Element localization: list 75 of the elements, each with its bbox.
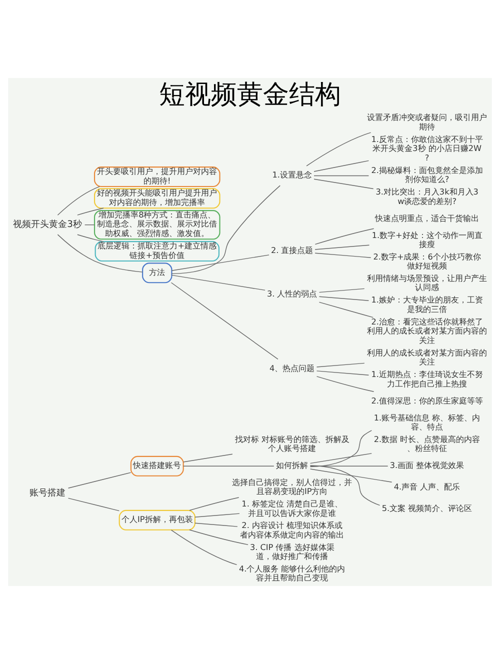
connector — [84, 224, 95, 225]
connector — [194, 522, 238, 526]
connector — [189, 529, 248, 545]
connector — [310, 465, 388, 466]
node-text: 1.账号基础信息 称、标签、内容、特点 — [374, 412, 480, 431]
connector — [68, 472, 132, 488]
node-text: 设置矛盾冲突或者疑问，吸引用户期待 — [367, 112, 488, 131]
diagram-title: 短视频黄金结构 — [159, 80, 341, 110]
connector — [171, 184, 280, 274]
connector — [77, 234, 104, 242]
connector — [310, 430, 372, 467]
connector — [183, 465, 274, 466]
node-text: 2. 直接点题 — [270, 244, 314, 255]
node-text: 3. 人性的弱点 — [266, 288, 318, 298]
connector — [316, 370, 370, 375]
connector — [314, 252, 372, 258]
connector — [314, 178, 374, 189]
connector — [170, 529, 238, 565]
node-text: 1.反常点：你敢信这家不到十平米开头黄金3秒 的小店日赚2W? — [371, 133, 483, 162]
node-text: 3. CIP 传播 选好媒体渠道，做好推广和传播 — [250, 541, 334, 561]
connector — [310, 452, 372, 464]
connector — [171, 274, 266, 290]
node-box: 增加完播率8种方式：直击痛点、制造悬念、展示数据、展示对比借助权威、强烈情感、激发值。 — [94, 210, 220, 240]
connector — [314, 174, 370, 176]
node-text: 2.值得深思：你的原生家庭等等 — [371, 394, 483, 405]
connector — [316, 376, 374, 392]
node-box: 快速搭建账号 — [130, 455, 184, 476]
node-text: 如何拆解 — [276, 460, 308, 470]
node-text: 2.数字+成果：6个小技巧教你做好短视频 — [373, 250, 481, 270]
node-text: 3.对比突出：月入3k和月入3w谈恋爱的差别? — [376, 186, 478, 206]
node-text: 2.揭秘爆料：面包竟然全是添加剂你知道么? — [371, 164, 483, 184]
connector — [316, 362, 365, 367]
connector — [183, 453, 233, 462]
node-text: 找对标 对标账号的筛选、拆解及个人账号搭建 — [234, 433, 350, 453]
connector — [171, 254, 270, 270]
connector — [189, 496, 240, 510]
node-text: 利用人的成长或者对某方面内容的关注 — [367, 346, 488, 366]
node-text: 5.文案 视频简介、评论区 — [382, 502, 472, 513]
connector — [318, 296, 370, 300]
node-box: 开头要吸引用户，提升用户对内容的期待! — [94, 166, 220, 187]
node-text: 2. 内容设计 梳理知识体系或者内容体系做定向内容的输出 — [240, 520, 344, 539]
node-text: 1.设置悬念 — [272, 169, 312, 180]
node-text: 4、热点问题 — [270, 362, 315, 372]
node-text: 1.近期热点：李佳琦说女生不努力工作把自己推上热搜 — [371, 368, 483, 388]
connector — [318, 288, 365, 292]
connector — [314, 244, 370, 250]
node-text: 4.个人服务 能够什么利他的内容并且帮助自己变现 — [238, 562, 346, 582]
connector — [318, 301, 374, 318]
node-text: 1.数字+好处：这个动作一周直接瘦 — [372, 229, 482, 248]
node-text: 视频开头黄金3秒 — [13, 218, 82, 230]
connector — [170, 282, 278, 360]
connector — [314, 160, 370, 172]
node-text: 利用情绪与场景预设，让用户产生认同感 — [367, 272, 488, 292]
node-text: 快速点明重点，适合干货输出 — [375, 212, 480, 222]
node-text: 1.嫉妒：大专毕业的朋友，工资是我的三倍 — [371, 294, 483, 314]
node-text: 选择自己搞得定，别人信得过，并且容易变现的IP方向 — [232, 476, 352, 496]
node-text: 3.画面 整体视觉效果 — [390, 460, 464, 470]
node-box: 底层逻辑：抓取注意力+建立情感链接+预告价值 — [94, 240, 220, 262]
connector — [68, 497, 120, 511]
connector — [194, 512, 240, 517]
node-box: 方法 — [142, 262, 172, 283]
connector — [310, 468, 392, 482]
connector — [310, 464, 380, 506]
connector — [57, 234, 143, 272]
node-box: 好的视频开头能吸引用户提升用户对内容的期待，增加完播率 — [94, 188, 220, 208]
node-text: 2.治愈：看完这些话你就释然了利用人的成长或者对某方面内容的关注 — [367, 316, 488, 344]
connector — [77, 207, 104, 215]
connector — [57, 186, 100, 215]
connector — [314, 228, 374, 244]
node-text: 1. 标签定位 清楚自己是谁、并且可以告诉大家你是谁 — [242, 498, 343, 518]
node-box: 个人IP拆解，再包装 — [118, 509, 196, 530]
node-text: 4.声音 人声、配乐 — [394, 481, 460, 492]
node-text: 2.数据 时长、点赞最高的内容、粉丝特征 — [374, 433, 480, 453]
node-text: 账号搭建 — [30, 486, 66, 498]
connector — [306, 132, 372, 166]
